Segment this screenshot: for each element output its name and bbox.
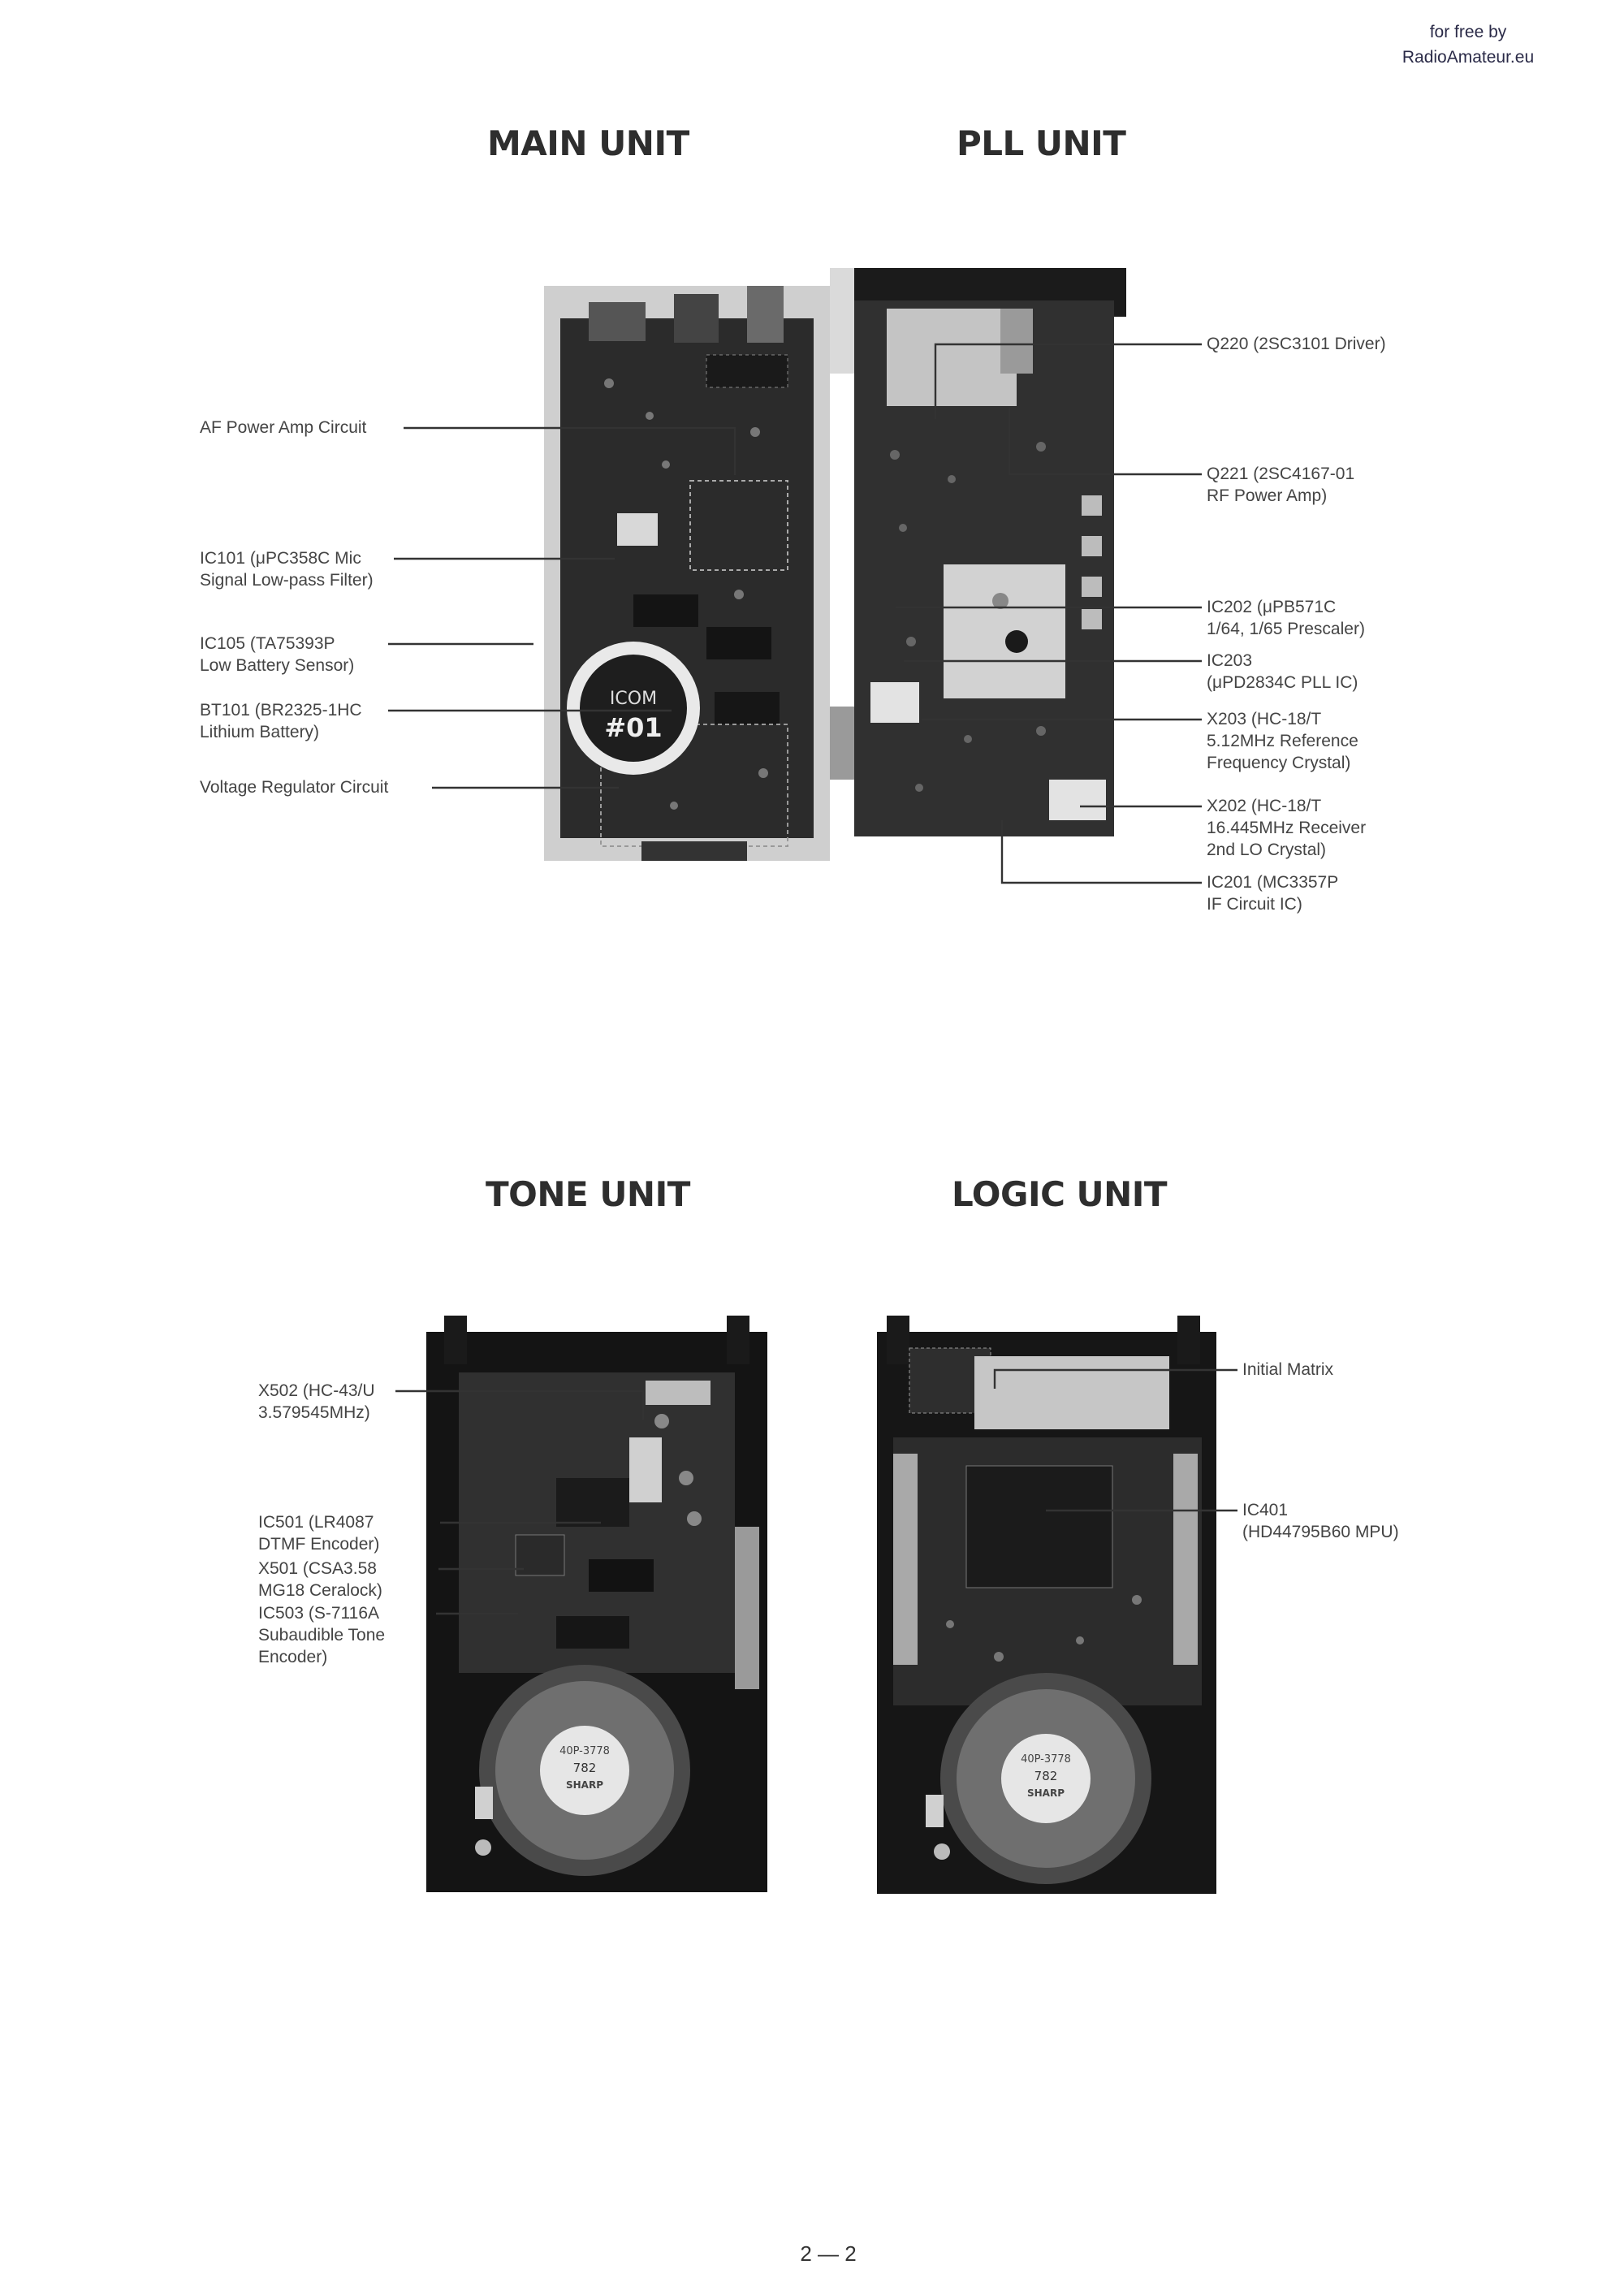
tone-speaker-mark-bottom: SHARP	[566, 1779, 603, 1791]
label-ic201: IC201 (MC3357P IF Circuit IC)	[1207, 873, 1339, 914]
pll-unit-photo	[830, 268, 1138, 836]
label-q220: Q220 (2SC3101 Driver)	[1207, 335, 1386, 353]
tone-unit-title: TONE UNIT	[486, 1174, 690, 1214]
label-ic203: IC203 (μPD2834C PLL IC)	[1207, 651, 1358, 692]
label-af-power-amp: AF Power Amp Circuit	[200, 418, 367, 437]
label-x501: X501 (CSA3.58 MG18 Ceralock)	[258, 1559, 382, 1600]
label-x202: X202 (HC-18/T 16.445MHz Receiver 2nd LO …	[1207, 797, 1367, 859]
label-ic503: IC503 (S-7116A Subaudible Tone Encoder)	[258, 1604, 386, 1666]
label-x502: X502 (HC-43/U 3.579545MHz)	[258, 1381, 375, 1422]
watermark-line-2: RadioAmateur.eu	[1402, 48, 1535, 67]
label-ic105: IC105 (TA75393P Low Battery Sensor)	[200, 634, 355, 675]
badge-number: #01	[604, 712, 662, 743]
badge-brand: ICOM	[610, 689, 657, 709]
label-x203: X203 (HC-18/T 5.12MHz Reference Frequenc…	[1207, 710, 1358, 772]
logic-speaker-mark-bottom: SHARP	[1027, 1787, 1065, 1799]
tone-unit-photo: 40P-3778 782 SHARP	[426, 1316, 767, 1892]
label-bt101: BT101 (BR2325-1HC Lithium Battery)	[200, 701, 362, 741]
tone-speaker-mark-mid: 782	[573, 1761, 597, 1775]
label-ic202: IC202 (μPB571C 1/64, 1/65 Prescaler)	[1207, 598, 1365, 638]
logic-unit-title: LOGIC UNIT	[952, 1174, 1168, 1214]
label-ic101: IC101 (μPC358C Mic Signal Low-pass Filte…	[200, 549, 374, 590]
page-number: 2 — 2	[800, 2241, 857, 2266]
label-ic501: IC501 (LR4087 DTMF Encoder)	[258, 1513, 380, 1554]
label-ic401: IC401 (HD44795B60 MPU)	[1242, 1501, 1399, 1541]
logic-speaker-mark-top: 40P-3778	[1021, 1753, 1071, 1766]
label-q221: Q221 (2SC4167-01 RF Power Amp)	[1207, 465, 1355, 505]
pll-unit-title: PLL UNIT	[957, 123, 1126, 163]
logic-unit-photo: 40P-3778 782 SHARP	[877, 1316, 1216, 1894]
watermark: for free by RadioAmateur.eu	[1363, 19, 1574, 70]
tone-speaker-mark-top: 40P-3778	[559, 1745, 610, 1757]
logic-speaker-mark-mid: 782	[1034, 1769, 1058, 1783]
main-unit-title: MAIN UNIT	[487, 123, 689, 163]
label-voltage-regulator: Voltage Regulator Circuit	[200, 778, 389, 797]
main-unit-photo: ICOM #01	[544, 286, 830, 861]
watermark-line-1: for free by	[1429, 23, 1507, 41]
label-initial-matrix: Initial Matrix	[1242, 1360, 1334, 1379]
